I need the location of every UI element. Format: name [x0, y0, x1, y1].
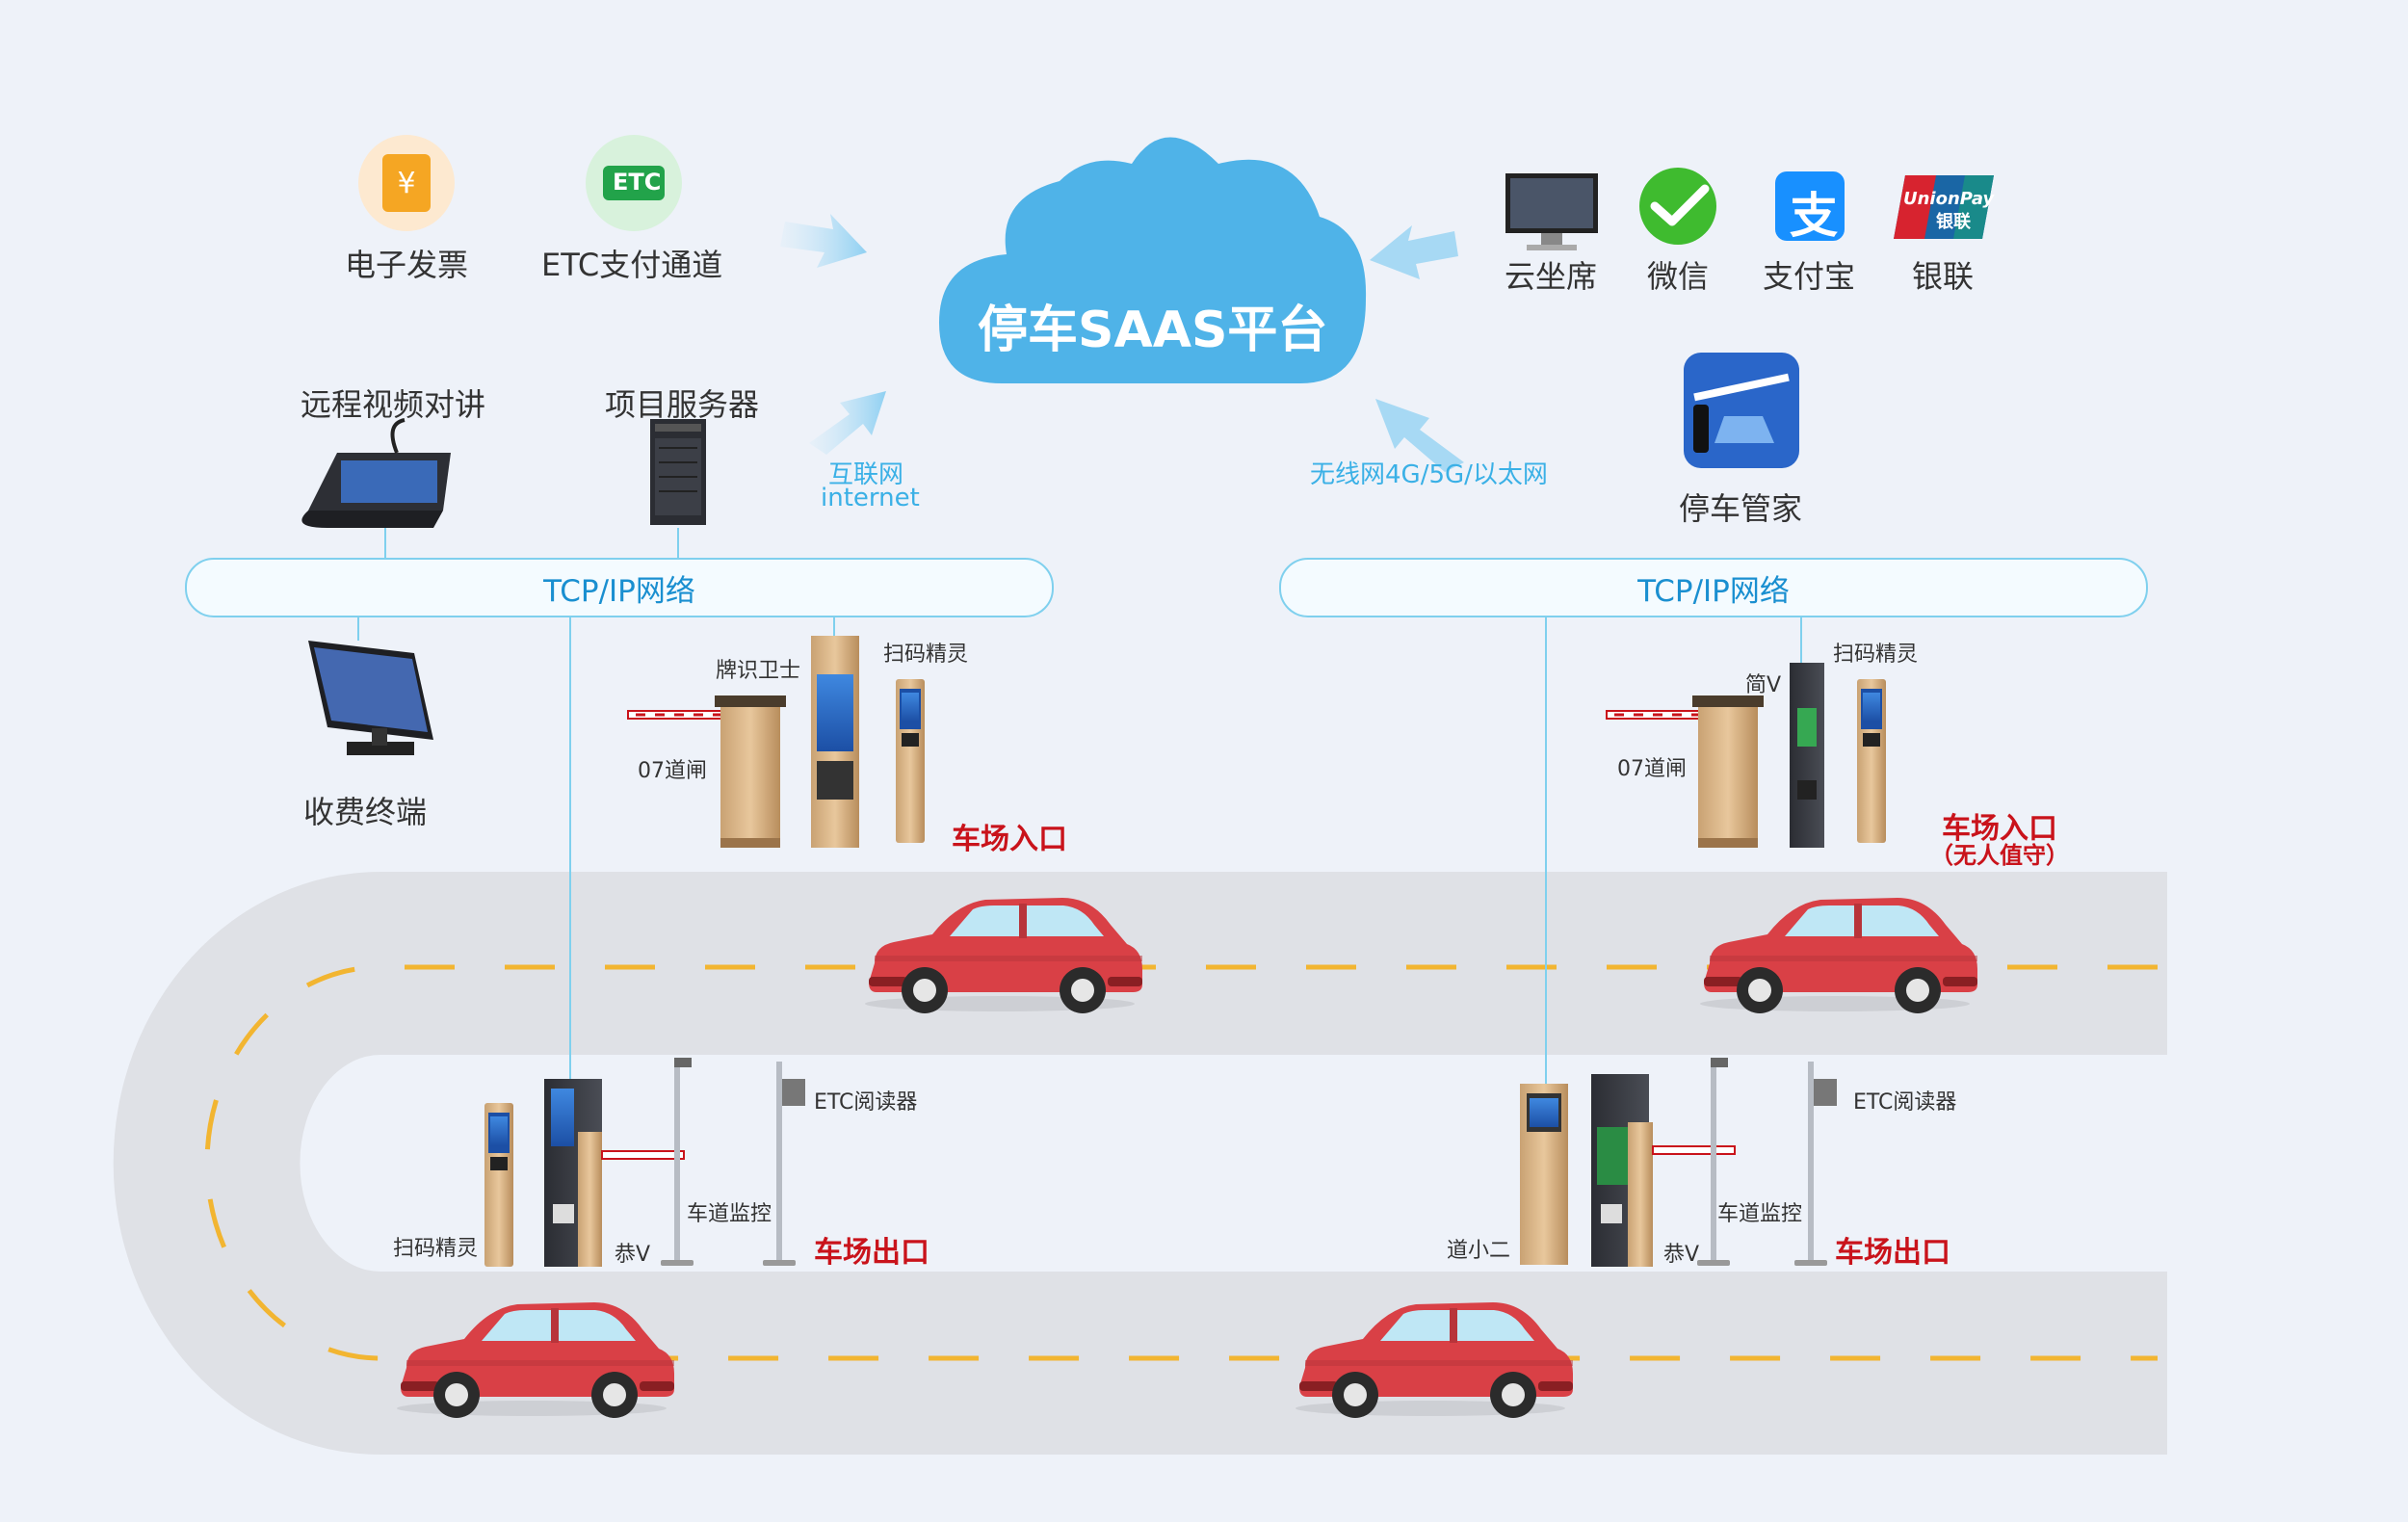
left-exit-scanner-label: 扫码精灵	[393, 1237, 479, 1261]
right-tcpip-network: TCP/IP网络	[1279, 558, 2148, 617]
right-lane-monitor-pole	[1697, 1062, 1730, 1266]
right-etc-reader-label: ETC阅读器	[1853, 1090, 1957, 1115]
left-entry-gate	[627, 695, 786, 848]
server-label: 项目服务器	[605, 386, 760, 423]
wechat-icon	[1639, 168, 1716, 245]
alipay-icon-text: 支	[1790, 188, 1838, 244]
parking-butler-icon	[1684, 353, 1799, 468]
left-camera-icon	[674, 1058, 692, 1067]
right-etc-reader-icon	[1814, 1079, 1837, 1106]
terminal-label: 收费终端	[303, 794, 428, 830]
left-entry-scanner-label: 扫码精灵	[883, 643, 969, 667]
svg-text:¥: ¥	[397, 167, 415, 200]
saas-platform-title: 停车SAAS平台	[978, 302, 1328, 359]
right-exit-title: 车场出口	[1835, 1236, 1950, 1270]
arrow-to-cloud-lower-left	[809, 391, 886, 455]
right-dao-xiaoer-label: 道小二	[1447, 1239, 1511, 1263]
left-gong-v-label: 恭V	[615, 1243, 651, 1267]
unionpay-icon-sub: 银联	[1936, 212, 1971, 232]
left-entry-scanner	[896, 679, 925, 843]
left-exit-scanner	[484, 1103, 513, 1267]
left-exit-barrier	[601, 1150, 685, 1160]
left-network-label: TCP/IP网络	[543, 573, 695, 609]
internet-label-en: internet	[821, 484, 920, 512]
left-etc-reader-icon	[782, 1079, 805, 1106]
etc-icon	[586, 135, 682, 231]
invoice-label: 电子发票	[345, 247, 469, 283]
left-network-connectors	[357, 528, 835, 1084]
left-tcpip-network: TCP/IP网络	[185, 558, 1054, 617]
left-lane-monitor-label: 车道监控	[687, 1202, 772, 1226]
video-intercom-device	[301, 418, 451, 528]
right-jian-v-label: 简V	[1745, 673, 1782, 697]
arrow-to-cloud-lower-right	[1375, 399, 1464, 472]
terminal-device	[308, 641, 433, 755]
right-entry-subtitle: （无人值守）	[1930, 842, 2069, 869]
right-gate-label: 07道闸	[1617, 757, 1687, 781]
unionpay-icon	[1894, 175, 1994, 239]
monitor-icon	[1505, 173, 1598, 250]
right-entry-title: 车场入口	[1942, 812, 2057, 846]
left-entry-title: 车场入口	[952, 823, 1067, 856]
right-lane-monitor-label: 车道监控	[1717, 1202, 1803, 1226]
left-gong-v	[544, 1079, 602, 1267]
right-camera-icon	[1711, 1058, 1728, 1067]
invoice-icon: ¥	[358, 135, 455, 231]
left-exit-title: 车场出口	[814, 1236, 929, 1270]
right-gong-v	[1591, 1074, 1653, 1267]
left-plate-guard-label: 牌识卫士	[716, 659, 801, 683]
right-entry-gate	[1606, 695, 1764, 848]
wireless-label: 无线网4G/5G/以太网	[1310, 460, 1548, 489]
arrow-to-cloud-upper-right	[1370, 225, 1458, 279]
arrow-to-cloud-upper-left	[780, 214, 867, 268]
cloud-seat-label: 云坐席	[1505, 258, 1598, 295]
server-device	[650, 419, 706, 525]
left-plate-guard	[811, 636, 859, 848]
etc-payment-label: ETC支付通道	[541, 247, 723, 283]
wechat-label: 微信	[1647, 258, 1710, 295]
cloud-icon	[939, 137, 1367, 383]
right-jian-v	[1790, 663, 1824, 848]
left-etc-reader-label: ETC阅读器	[814, 1090, 918, 1115]
alipay-icon	[1775, 171, 1845, 241]
internet-label-cn: 互联网	[828, 460, 904, 489]
unionpay-icon-text: UnionPay	[1903, 189, 1995, 209]
unionpay-label: 银联	[1912, 258, 1975, 295]
right-entry-scanner	[1857, 679, 1886, 843]
etc-icon-text: ETC	[613, 169, 662, 196]
right-exit-barrier	[1652, 1145, 1736, 1155]
right-gong-v-label: 恭V	[1663, 1243, 1700, 1267]
video-intercom-label: 远程视频对讲	[301, 386, 486, 423]
left-lane-monitor-pole	[661, 1062, 694, 1266]
parking-butler-label: 停车管家	[1679, 490, 1803, 527]
right-entry-scanner-label: 扫码精灵	[1833, 643, 1919, 667]
alipay-label: 支付宝	[1763, 258, 1856, 295]
right-network-label: TCP/IP网络	[1637, 573, 1790, 609]
left-gate-label: 07道闸	[638, 759, 707, 783]
right-network-connectors	[1545, 615, 1802, 1093]
road-track	[113, 872, 2168, 1455]
right-dao-xiaoer	[1520, 1084, 1568, 1265]
